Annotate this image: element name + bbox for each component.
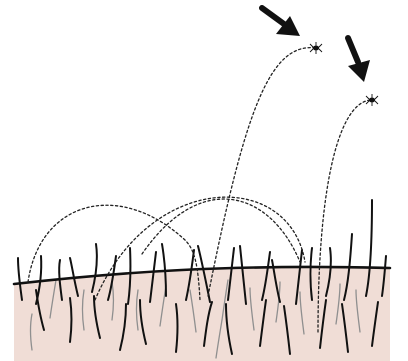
jump-path-3 [142,199,300,262]
arrow-down-right-icon [262,8,300,36]
jump-path-4 [208,48,316,296]
arrow-down-right-icon [348,38,370,82]
flea-icon [310,42,322,54]
